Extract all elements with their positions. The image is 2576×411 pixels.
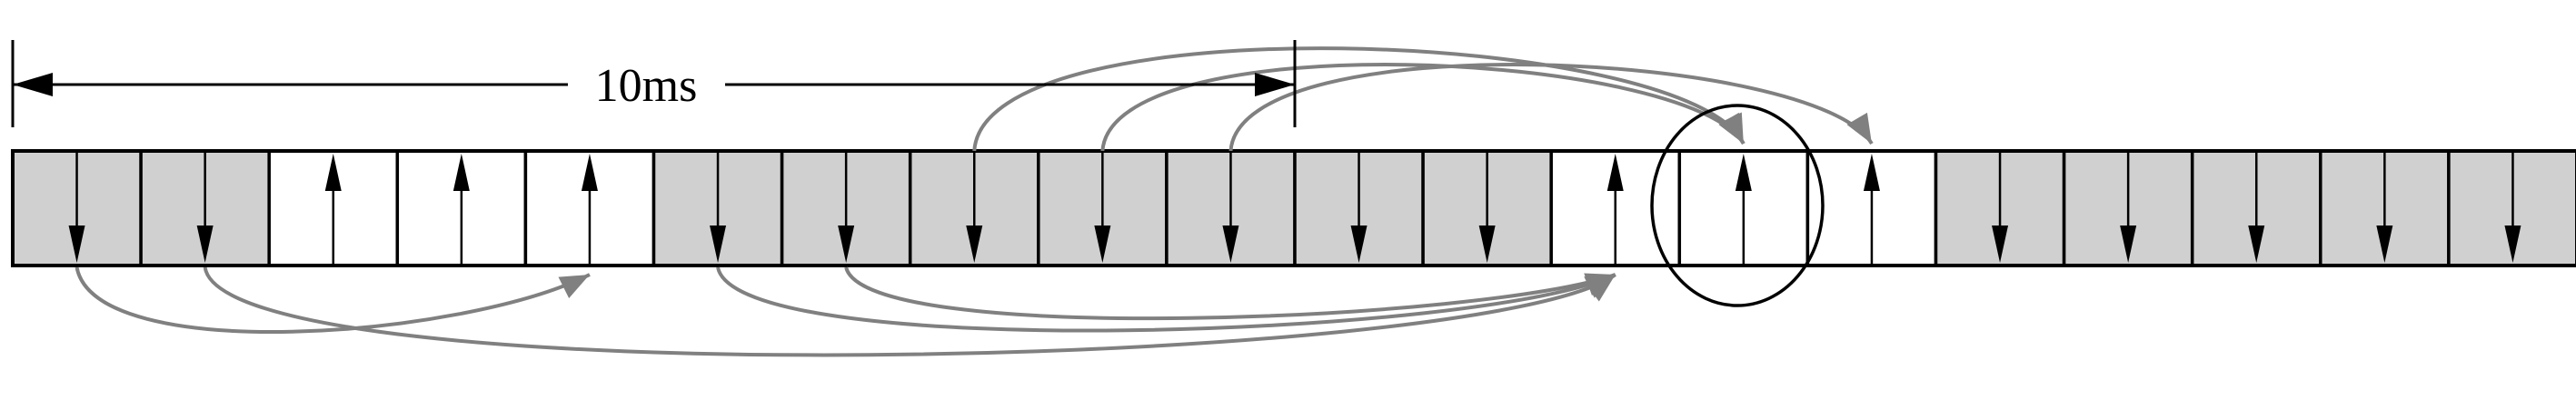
downlink-arrow-icon [1478,226,1496,263]
subframe-13 [1677,149,1810,267]
highlight-ellipse [1650,104,1825,307]
span-label-backdrop [572,55,720,113]
downlink-arrow-icon [68,226,85,263]
bottom-link-arrowhead [558,275,590,298]
subframe-8 [1037,149,1169,267]
subframe-17 [2190,149,2322,267]
subframe-19 [2447,149,2576,267]
subframe-11 [1421,149,1553,267]
subframe-16 [2062,149,2194,267]
downlink-arrow-icon [1094,226,1111,263]
downlink-arrow-icon [2248,226,2265,263]
uplink-arrow-icon [453,154,470,191]
subframe-7 [908,149,1040,267]
downlink-arrow-icon [2120,226,2137,263]
frame-outline [11,149,2576,267]
top-link-arrowhead [1846,112,1872,144]
downlink-arrow-icon [2376,226,2393,263]
downlink-arrow-icon [196,226,214,263]
span-left-arrowhead [13,73,53,96]
span-label: 10ms [595,60,698,112]
subframe-10 [1293,149,1425,267]
top-link-arc [1100,63,1746,152]
bottom-link-arc [75,266,591,334]
uplink-arrow-icon [1606,154,1624,191]
top-link-arc [1228,63,1874,152]
span-right-arrowhead [1255,73,1295,96]
downlink-arrow-icon [1222,226,1239,263]
subframe-15 [1934,149,2066,267]
downlink-arrow-icon [1992,226,2009,263]
downlink-arrow-icon [710,226,727,263]
subframe-1 [139,149,271,267]
bottom-link-arc [203,266,1616,357]
subframe-3 [395,149,528,267]
subframe-6 [780,149,912,267]
downlink-arrow-icon [838,226,855,263]
bottom-link-arc [844,266,1616,321]
subframe-2 [267,149,400,267]
subframe-row [11,149,2576,267]
downlink-arrow-icon [1350,226,1368,263]
subframe-14 [1805,149,1938,267]
uplink-arrow-icon [1735,154,1752,191]
duration-span: 10ms [11,40,1297,127]
subframe-4 [523,149,656,267]
subframe-18 [2319,149,2451,267]
subframe-links [75,46,1874,357]
subframe-5 [651,149,784,267]
subframe-9 [1165,149,1297,267]
bottom-link-arc [716,266,1616,333]
subframe-0 [11,149,143,267]
uplink-arrow-icon [324,154,342,191]
bottom-link-arrowhead [1584,273,1616,296]
downlink-arrow-icon [2504,226,2521,263]
top-link-arrowhead [1718,112,1744,144]
top-link-arc [972,46,1746,152]
uplink-arrow-icon [581,154,598,191]
uplink-arrow-icon [1863,154,1880,191]
downlink-arrow-icon [966,226,983,263]
